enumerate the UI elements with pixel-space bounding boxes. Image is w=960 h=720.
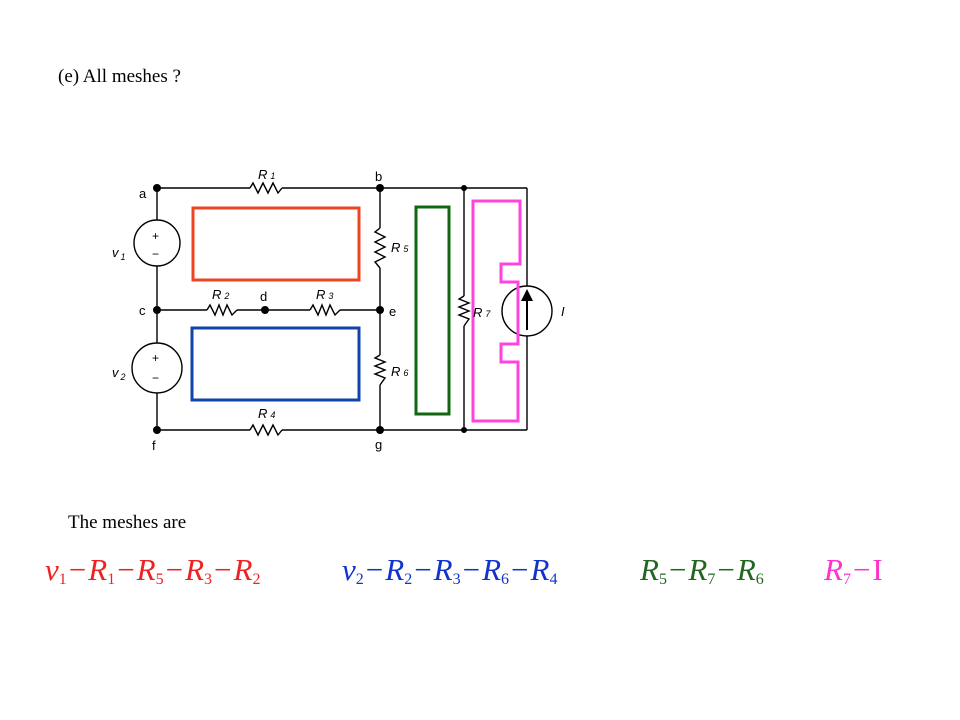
source-i-arrowhead [521, 289, 533, 301]
node-dot-d [261, 306, 269, 314]
mesh-equation-1: v1−R1−R5−R3−R2 [45, 552, 260, 589]
equation-subscript: 7 [842, 571, 851, 588]
equation-subscript: 2 [355, 571, 364, 588]
meshes-caption: The meshes are [68, 512, 187, 533]
node-dot-b [376, 184, 384, 192]
equation-term: R [433, 552, 453, 587]
equation-operator: − [214, 552, 232, 587]
node-label-d: d [260, 289, 267, 304]
mesh-loop-4 [471, 199, 522, 423]
node-label-c: c [139, 303, 146, 318]
v1-plus-sign: + [152, 229, 159, 243]
equation-term: R [482, 552, 502, 587]
resistor-r4 [249, 423, 283, 437]
equation-term: R [185, 552, 205, 587]
equation-operator: − [414, 552, 432, 587]
label-current-i: I [561, 304, 565, 319]
equation-term: R [233, 552, 253, 587]
resistor-r7 [457, 295, 471, 327]
equation-operator: − [668, 552, 687, 587]
source-v2 [131, 342, 183, 394]
node-dot-r7-top [461, 185, 467, 191]
equation-subscript: 2 [252, 571, 261, 588]
node-label-f: f [152, 438, 156, 453]
node-label-a: a [139, 186, 147, 201]
equation-operator: − [717, 552, 735, 587]
equation-subscript: 1 [58, 571, 67, 588]
mesh-loop-1 [191, 206, 361, 282]
resistor-r2 [206, 303, 238, 317]
node-label-b: b [375, 169, 382, 184]
v1-minus-sign: − [152, 247, 159, 261]
node-dot-g [376, 426, 384, 434]
equation-term: R [385, 552, 405, 587]
source-v1 [133, 219, 181, 267]
equation-term: R [530, 552, 550, 587]
equation-subscript: 3 [452, 571, 461, 588]
equation-subscript: 5 [658, 571, 667, 588]
mesh-loop-2 [190, 326, 361, 402]
equation-subscript: 3 [204, 571, 213, 588]
node-dot-a [153, 184, 161, 192]
equation-operator: − [365, 552, 384, 587]
equation-operator: − [852, 552, 871, 587]
node-label-g: g [375, 437, 382, 452]
equation-term: R [824, 552, 843, 587]
resistor-r3 [309, 303, 341, 317]
equation-term: R [640, 552, 659, 587]
mesh-equation-4: R7−I [824, 552, 883, 589]
mesh-equation-2: v2−R2−R3−R6−R4 [342, 552, 557, 589]
equation-operator: − [68, 552, 87, 587]
equation-term: R [736, 552, 756, 587]
equation-term: R [88, 552, 108, 587]
equation-operator: − [462, 552, 481, 587]
node-dot-f [153, 426, 161, 434]
equation-term: R [136, 552, 156, 587]
equation-operator: − [511, 552, 529, 587]
equation-term: v [342, 552, 356, 587]
v2-plus-sign: + [152, 351, 159, 365]
resistor-r5 [373, 227, 387, 269]
resistor-r6 [373, 354, 387, 386]
equation-subscript: 4 [549, 571, 558, 588]
equation-term: R [688, 552, 708, 587]
v2-minus-sign: − [152, 371, 159, 385]
node-dot-r7-bottom [461, 427, 467, 433]
equation-subscript: 7 [707, 571, 716, 588]
node-dot-e [376, 306, 384, 314]
equation-subscript: 6 [501, 571, 510, 588]
equation-operator: − [117, 552, 135, 587]
mesh-loop-3 [414, 205, 451, 416]
mesh-equation-3: R5−R7−R6 [640, 552, 764, 589]
source-i [501, 285, 553, 337]
slide-heading: (e) All meshes ? [58, 66, 181, 87]
equation-term: v [45, 552, 59, 587]
equation-subscript: 2 [404, 571, 413, 588]
node-dot-c [153, 306, 161, 314]
node-label-e: e [389, 304, 396, 319]
resistor-r1 [249, 181, 283, 195]
equation-subscript: 5 [155, 571, 164, 588]
equation-subscript: 6 [755, 571, 764, 588]
equation-term: I [872, 552, 883, 587]
equation-subscript: 1 [107, 571, 116, 588]
equation-operator: − [165, 552, 184, 587]
